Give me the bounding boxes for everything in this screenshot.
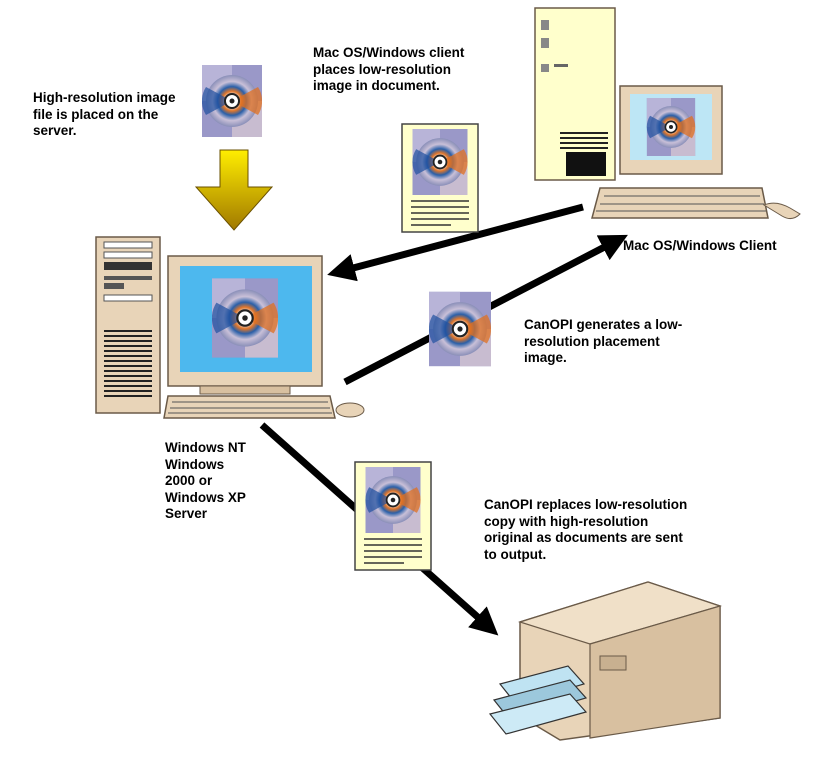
server-name-label: Windows NT Windows 2000 or Windows XP Se… [165,440,246,521]
server-computer-icon [95,236,365,419]
client-document-icon [402,124,478,232]
client-computer-icon [534,7,801,220]
yellow-down-arrow-icon [194,149,274,231]
hires-image-icon [202,65,262,137]
client-name-label: Mac OS/Windows Client [623,238,777,253]
replaces-label: CanOPI replaces low-resolution copy with… [484,497,688,562]
hires-file-label: High-resolution image file is placed on … [33,90,176,138]
printer-icon [488,581,723,741]
lowres-placement-image-icon [429,290,491,368]
arrow-client-to-server [327,203,584,282]
generates-label: CanOPI generates a low- resolution place… [524,317,683,365]
output-document-icon [355,462,431,570]
client-places-label: Mac OS/Windows client places low-resolut… [313,45,465,93]
